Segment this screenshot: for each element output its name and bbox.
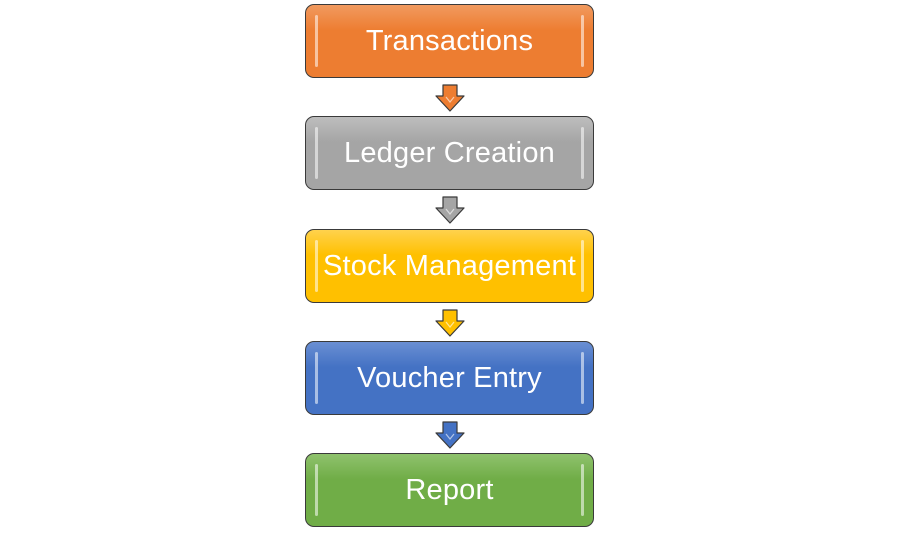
arrow-down-icon bbox=[434, 196, 466, 224]
step-label: Transactions bbox=[365, 24, 534, 57]
step-label: Voucher Entry bbox=[357, 361, 542, 394]
step-voucher-entry: Voucher Entry bbox=[305, 341, 594, 415]
arrow-down-icon bbox=[434, 84, 466, 112]
arrow-down-icon bbox=[434, 309, 466, 337]
arrow-down-icon bbox=[434, 421, 466, 449]
step-label: Ledger Creation bbox=[344, 136, 555, 169]
step-transactions: Transactions bbox=[305, 4, 594, 78]
step-ledger-creation: Ledger Creation bbox=[305, 116, 594, 190]
step-label: Stock Management bbox=[322, 249, 577, 282]
step-label: Report bbox=[405, 473, 494, 506]
step-report: Report bbox=[305, 453, 594, 527]
step-stock-management: Stock Management bbox=[305, 229, 594, 303]
